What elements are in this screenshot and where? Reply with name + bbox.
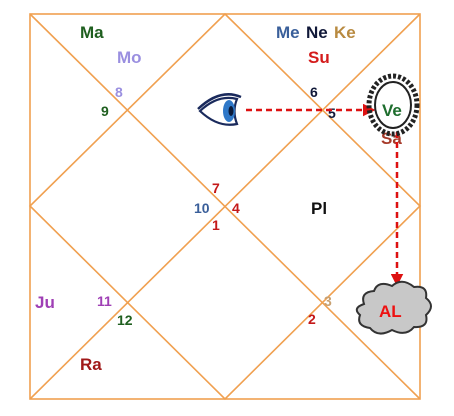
mirror-frame-outer bbox=[366, 73, 420, 137]
sign-number-12: 12 bbox=[117, 312, 133, 328]
planet-ju: Ju bbox=[35, 293, 55, 312]
planet-ve: Ve bbox=[382, 101, 402, 120]
diagonal-anti bbox=[29, 13, 421, 400]
chart-grid bbox=[28, 12, 422, 401]
cloud-icon bbox=[355, 280, 432, 335]
sign-number-9: 9 bbox=[101, 103, 109, 119]
eye-icon bbox=[197, 93, 242, 126]
inner-diamond bbox=[28, 12, 422, 401]
sign-number-1: 1 bbox=[212, 217, 220, 233]
planet-mo: Mo bbox=[117, 48, 142, 67]
planet-pl: Pl bbox=[311, 199, 327, 218]
sign-number-6: 6 bbox=[310, 84, 318, 100]
eye-pupil bbox=[228, 106, 234, 116]
sign-number-10: 10 bbox=[194, 200, 210, 216]
planet-ne: Ne bbox=[306, 23, 328, 42]
eye-lid bbox=[197, 93, 242, 110]
mirror-frame-inner bbox=[374, 81, 412, 129]
planet-ke: Ke bbox=[334, 23, 356, 42]
sign-number-5: 5 bbox=[328, 105, 336, 121]
aspect-arrow bbox=[246, 103, 404, 287]
sign-number-2: 2 bbox=[308, 311, 316, 327]
cloud-shape bbox=[355, 280, 432, 335]
sign-number-3: 3 bbox=[324, 293, 332, 309]
sign-number-4: 4 bbox=[232, 200, 240, 216]
sign-number-8: 8 bbox=[115, 84, 123, 100]
arudha-lagna-label: AL bbox=[379, 302, 402, 321]
planet-ma: Ma bbox=[80, 23, 104, 42]
planet-su: Su bbox=[308, 48, 330, 67]
planet-me: Me bbox=[276, 23, 300, 42]
mirror-frame-icon bbox=[366, 73, 420, 137]
sign-number-11: 11 bbox=[97, 293, 112, 309]
planet-ra: Ra bbox=[80, 355, 102, 374]
sign-number-7: 7 bbox=[212, 180, 220, 196]
